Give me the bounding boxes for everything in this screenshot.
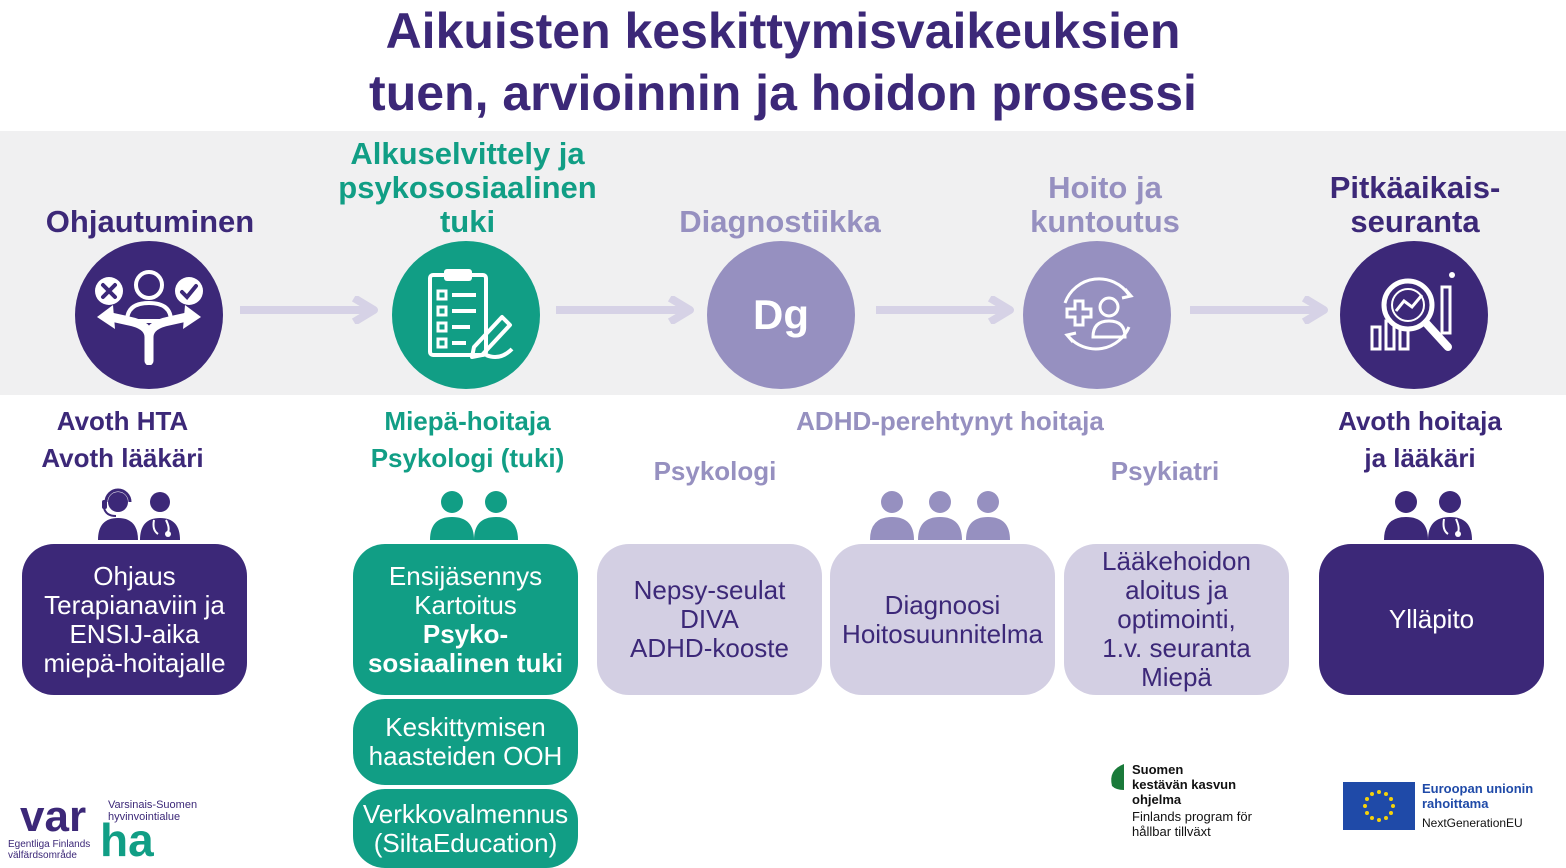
next-generation-eu-text: NextGenerationEU [1422, 816, 1523, 830]
role-psykologi: Psykologi [653, 456, 777, 486]
eu-flag-icon [1343, 782, 1415, 830]
arrow-1 [240, 296, 378, 324]
clipboard-checklist-icon [428, 269, 514, 359]
leaf-icon [1111, 764, 1124, 790]
care-person-cycle-icon [1063, 277, 1134, 351]
box-laakehoito: Lääkehoidon aloitus ja optimointi, 1.v. … [1064, 544, 1289, 695]
arrow-2 [556, 296, 694, 324]
stage-title-ohjautuminen: Ohjautuminen [45, 204, 255, 239]
arrow-3 [876, 296, 1014, 324]
role-seuranta: Avoth hoitaja ja lääkäri [1338, 406, 1502, 473]
stage-circle-ohjautuminen [75, 241, 223, 389]
stage-circle-pitkaaikaisseuranta [1340, 241, 1488, 389]
box-nepsy-seulat: Nepsy-seulat DIVA ADHD-kooste [597, 544, 822, 695]
box-verkkovalmennus: Verkkovalmennus (SiltaEducation) [353, 789, 578, 868]
varha-logo-swedish: Egentliga Finlands välfärdsområde [8, 839, 91, 861]
headset-and-doctor-icon [98, 488, 180, 540]
nurse-and-doctor-icon [1384, 491, 1472, 540]
three-people-icon [870, 491, 1010, 540]
stage-circle-hoito [1023, 241, 1171, 389]
eu-funding-text: Euroopan unionin rahoittama [1422, 781, 1534, 811]
arrow-4 [1190, 296, 1328, 324]
stage-title-alkuselvittely: Alkuselvittely ja psykososiaalinen tuki [338, 136, 597, 239]
varha-logo-finnish: Varsinais-Suomen hyvinvointialue [108, 799, 198, 823]
varha-logo-var: var [20, 792, 87, 841]
two-people-icon-teal [430, 491, 518, 540]
role-adhd-hoitaja: ADHD-perehtynyt hoitaja [796, 406, 1104, 436]
page-title-line-2: tuen, arvioinnin ja hoidon prosessi [369, 65, 1197, 121]
box-ohjaus: Ohjaus Terapianaviin ja ENSIJ-aika miepä… [22, 544, 247, 695]
magnifier-chart-icon [1370, 272, 1455, 351]
finlands-program-text: Finlands program för hållbar tillväxt [1132, 809, 1252, 839]
role-ohjautuminen: Avoth HTA Avoth lääkäri [41, 406, 204, 473]
role-alkuselvittely: Miepä-hoitaja Psykologi (tuki) [370, 406, 565, 473]
stage-title-hoito: Hoito ja kuntoutus [1030, 170, 1180, 239]
suomen-kestavan-kasvun-logo: Suomen kestävän kasvun ohjelma [1132, 762, 1237, 807]
dg-text-icon: Dg [753, 291, 809, 338]
box-diagnoosi: Diagnoosi Hoitosuunnitelma [830, 544, 1055, 695]
box-keskittymisen-haasteiden: Keskittymisen haasteiden OOH [353, 699, 578, 785]
box-ensijasennys: Ensijäsennys Kartoitus Psyko- sosiaaline… [353, 544, 578, 695]
stage-circle-diagnostiikka: Dg [707, 241, 855, 389]
varha-logo: var ha Varsinais-Suomen hyvinvointialue … [8, 792, 210, 866]
fork-arrows-person-icon [95, 270, 203, 365]
page-title-line-1: Aikuisten keskittymisvaikeuksien [385, 3, 1181, 59]
stage-title-pitkaaikaisseuranta: Pitkäaikais- seuranta [1329, 170, 1501, 239]
role-psykiatri: Psykiatri [1110, 456, 1220, 486]
box-yllapito: Ylläpito [1319, 544, 1544, 695]
stage-circle-alkuselvittely [392, 241, 540, 389]
varha-logo-ha: ha [100, 814, 154, 866]
stage-title-diagnostiikka: Diagnostiikka [679, 204, 881, 239]
